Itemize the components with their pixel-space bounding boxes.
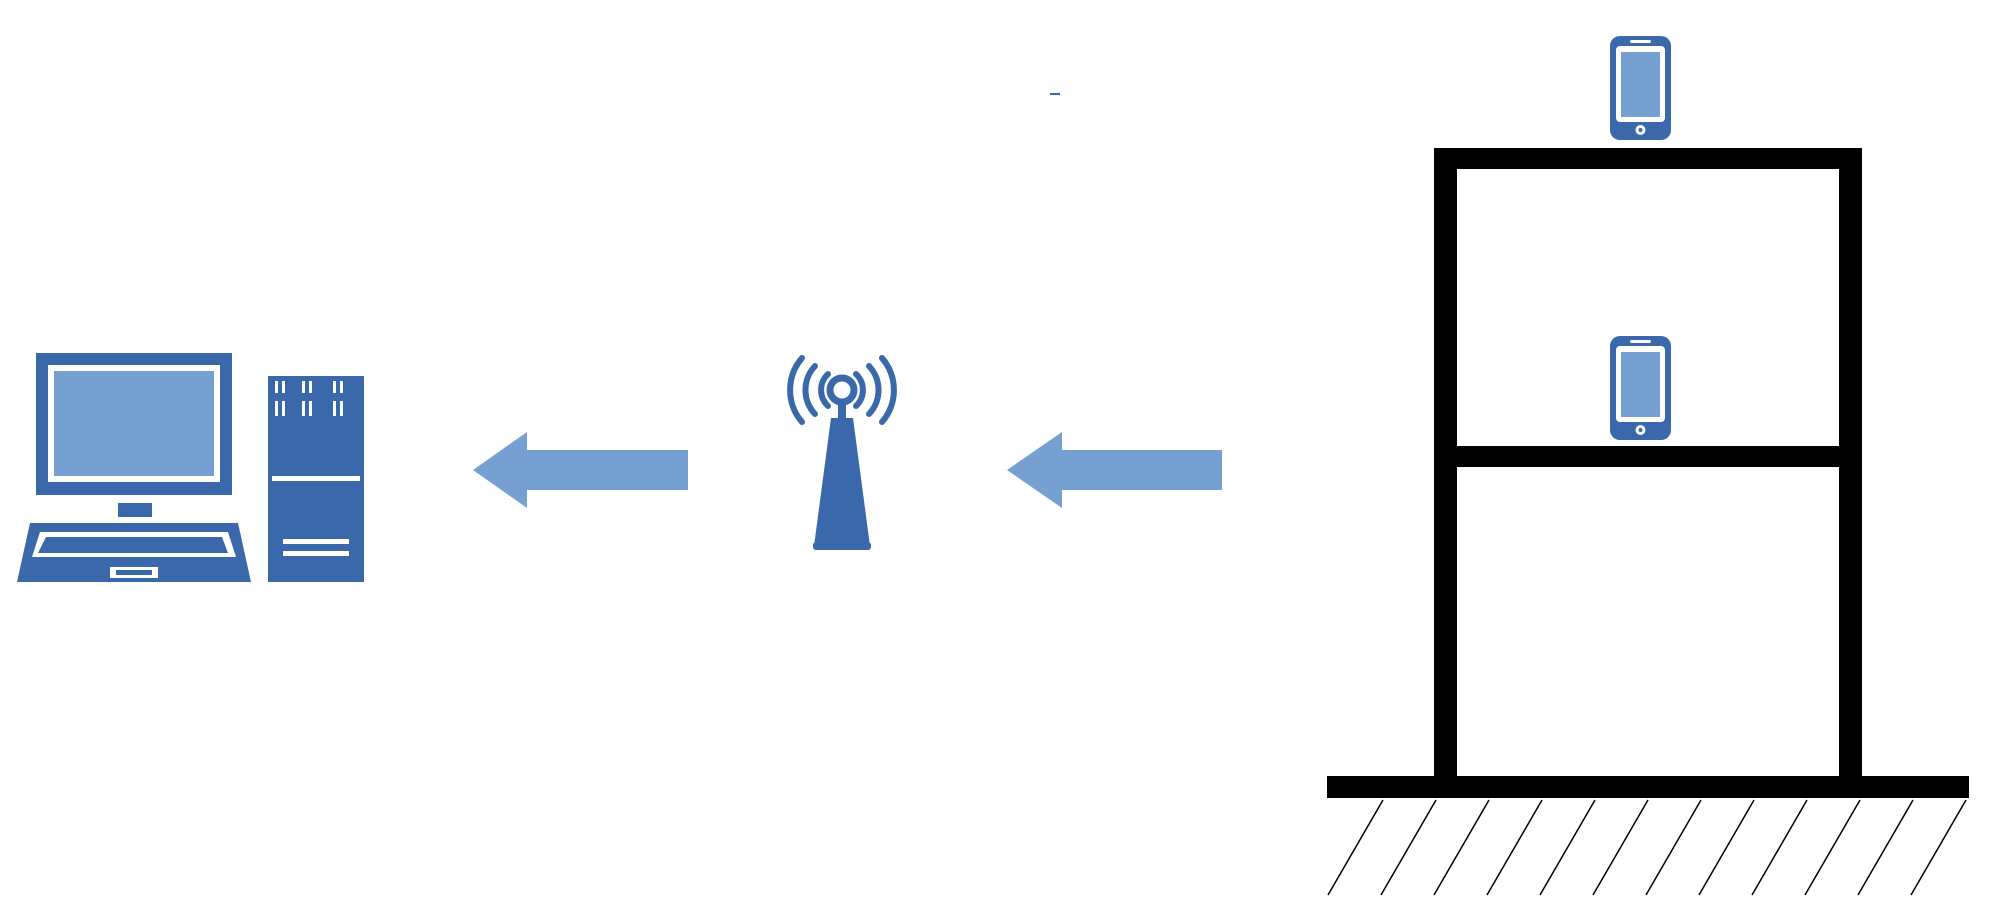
arrow-left-1 — [473, 432, 688, 508]
monitor-icon — [36, 353, 232, 517]
ground-hatching — [1327, 799, 1967, 896]
ground-slab — [1327, 776, 1969, 798]
smartphone-icon — [1610, 336, 1671, 440]
antenna-tower-icon — [787, 355, 897, 550]
small-dash-mark — [1050, 93, 1060, 95]
floor-beam-middle — [1434, 446, 1862, 467]
two-story-frame-icon — [1327, 148, 1969, 896]
arrow-left-2 — [1007, 432, 1222, 508]
tower-case-icon — [268, 376, 364, 582]
keyboard-icon — [17, 523, 251, 582]
smartphone-icon — [1610, 36, 1671, 140]
roof-beam — [1434, 148, 1862, 169]
computer-group — [17, 353, 364, 582]
